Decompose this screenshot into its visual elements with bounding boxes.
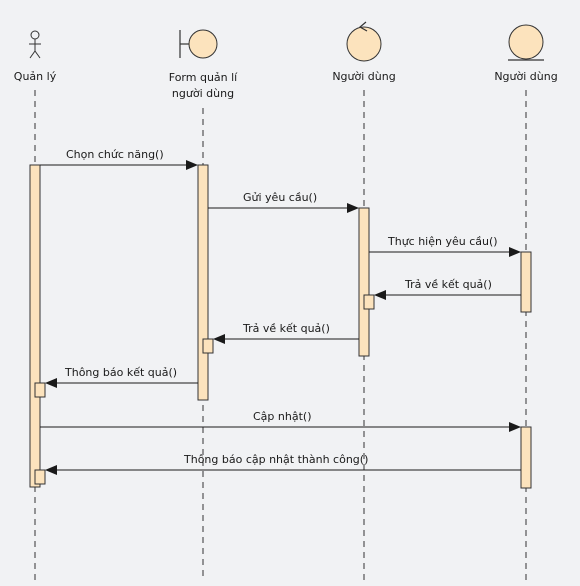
activation-return-box bbox=[202, 338, 214, 354]
activation-bar-3b bbox=[520, 426, 532, 489]
message-label-3: Thực hiện yêu cầu() bbox=[388, 235, 498, 248]
activation-bar-0 bbox=[29, 164, 41, 488]
activation-bar-3a bbox=[520, 251, 532, 313]
actor-icon bbox=[29, 30, 41, 59]
message-label-7: Cập nhật() bbox=[253, 410, 312, 423]
boundary-icon bbox=[179, 29, 218, 59]
activation-return-box bbox=[34, 382, 46, 398]
lifeline-quan-ly bbox=[29, 30, 46, 580]
activation-bar-2 bbox=[358, 207, 370, 357]
lifeline-nguoi-dung-entity bbox=[508, 24, 544, 580]
participant-label-form: Form quản lí người dùng bbox=[168, 71, 238, 100]
entity-icon bbox=[508, 24, 544, 61]
lifeline-form bbox=[179, 29, 218, 580]
activation-return-box bbox=[363, 294, 375, 310]
activation-return-box bbox=[34, 469, 46, 485]
lifeline-nguoi-dung-control bbox=[346, 21, 382, 580]
message-label-8: Thông báo cập nhật thành công() bbox=[184, 453, 369, 466]
message-label-5: Trả về kết quả() bbox=[243, 322, 330, 335]
participant-label-quan-ly: Quản lý bbox=[13, 70, 57, 83]
participant-label-entity: Người dùng bbox=[494, 70, 558, 83]
activation-bar-1 bbox=[197, 164, 209, 401]
message-label-4: Trả về kết quả() bbox=[405, 278, 492, 291]
message-label-1: Chọn chức năng() bbox=[66, 148, 164, 161]
participant-label-control: Người dùng bbox=[332, 70, 396, 83]
message-label-2: Gửi yêu cầu() bbox=[243, 191, 318, 204]
control-icon bbox=[346, 21, 382, 62]
message-label-6: Thông báo kết quả() bbox=[65, 366, 178, 379]
